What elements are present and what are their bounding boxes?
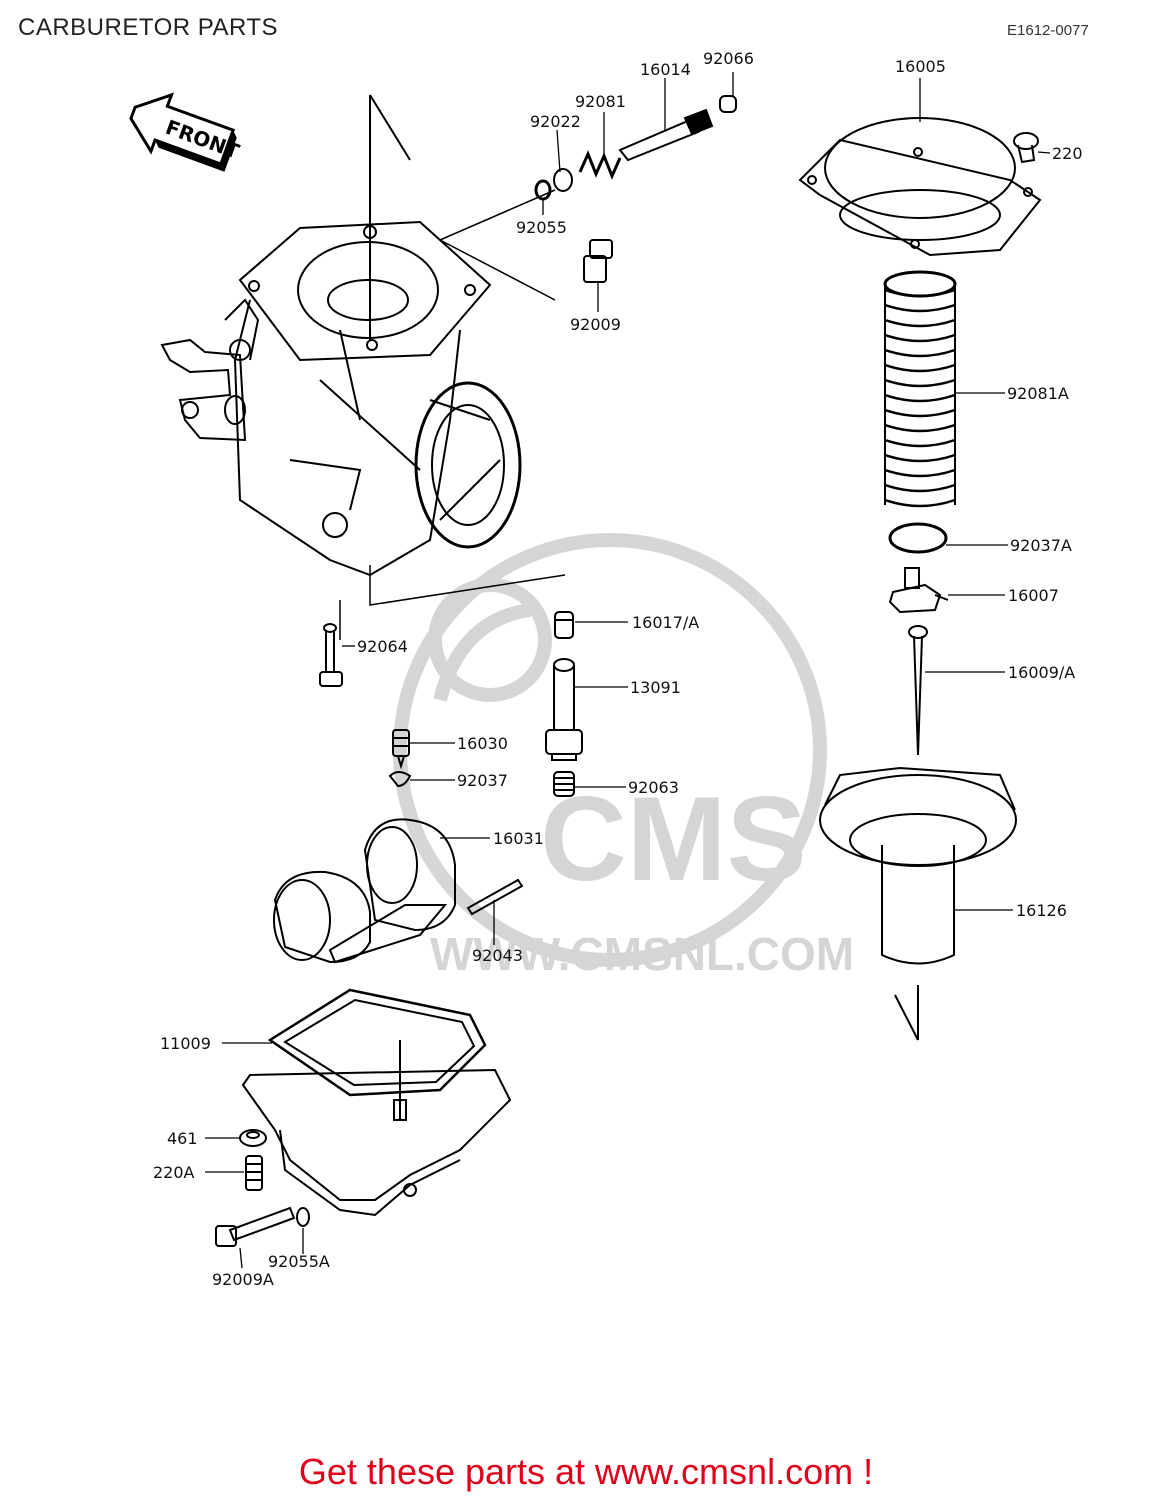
part-label-16017A: 16017/A	[632, 613, 699, 632]
pilot-jet-92063	[553, 771, 575, 797]
needle-jet-13091	[545, 658, 583, 761]
part-label-92037A: 92037A	[1010, 536, 1072, 555]
part-label-16126: 16126	[1016, 901, 1067, 920]
main-jet-16017A	[554, 611, 574, 639]
part-label-220: 220	[1052, 144, 1083, 163]
part-label-92081A: 92081A	[1007, 384, 1069, 403]
pilot-screw-16014	[618, 108, 714, 162]
plug-92009	[583, 239, 613, 283]
spring-92081	[578, 150, 622, 180]
part-label-461: 461	[167, 1129, 198, 1148]
float-valve-16030	[392, 729, 410, 770]
bolt-220A	[245, 1155, 263, 1191]
float-pin-92043	[466, 878, 524, 916]
part-label-13091: 13091	[630, 678, 681, 697]
watermark-brand: CMS	[540, 772, 807, 906]
float-bowl	[241, 1040, 512, 1217]
part-label-92063: 92063	[628, 778, 679, 797]
top-cover-16005	[798, 117, 1042, 257]
page-title: CARBURETOR PARTS	[18, 14, 279, 41]
part-label-92055: 92055	[516, 218, 567, 237]
part-label-92043: 92043	[472, 946, 523, 965]
part-label-11009: 11009	[160, 1034, 211, 1053]
part-label-92009: 92009	[570, 315, 621, 334]
oring-92055	[534, 179, 552, 201]
part-label-92037: 92037	[457, 771, 508, 790]
part-label-16031: 16031	[493, 829, 544, 848]
washer-92055A	[296, 1207, 310, 1227]
part-label-92009A: 92009A	[212, 1270, 274, 1289]
oring-461	[239, 1129, 267, 1147]
gasket-11009	[267, 988, 487, 1097]
part-label-16009A: 16009/A	[1008, 663, 1075, 682]
footer-cta-link[interactable]: Get these parts at www.cmsnl.com !	[298, 1451, 874, 1492]
carburetor-body	[160, 94, 522, 577]
part-label-92064: 92064	[357, 637, 408, 656]
clip-92037	[388, 771, 412, 788]
part-label-16007: 16007	[1008, 586, 1059, 605]
spring-92081A	[883, 270, 957, 508]
part-label-16014: 16014	[640, 60, 691, 79]
leader-lines	[205, 72, 1051, 1269]
screw-220	[1013, 132, 1039, 164]
part-label-220A: 220A	[153, 1163, 195, 1182]
part-label-92022: 92022	[530, 112, 581, 131]
front-arrow: FRONT	[129, 92, 243, 172]
part-label-16005: 16005	[895, 57, 946, 76]
screw-92009A	[215, 1206, 296, 1247]
cms-watermark: CMS WWW.CMSNL.COM	[393, 533, 854, 980]
part-label-92081: 92081	[575, 92, 626, 111]
washer-92022	[553, 168, 573, 192]
diagram-code: E1612-0077	[1007, 22, 1089, 39]
part-label-16030: 16030	[457, 734, 508, 753]
circlip-92037A	[888, 522, 948, 554]
needle-retainer-16007	[888, 567, 949, 614]
part-label-92066: 92066	[703, 49, 754, 68]
jet-needle-16009	[908, 625, 928, 756]
float-16031	[273, 818, 456, 964]
watermark-url: WWW.CMSNL.COM	[430, 928, 854, 980]
part-label-92055A: 92055A	[268, 1252, 330, 1271]
vacuum-piston-16126	[819, 766, 1017, 1041]
part-labels: 16014 92066 92081 92022 92055 92009 1600…	[153, 49, 1083, 1289]
drain-screw-92064	[319, 623, 343, 687]
cap-92066	[719, 95, 737, 113]
